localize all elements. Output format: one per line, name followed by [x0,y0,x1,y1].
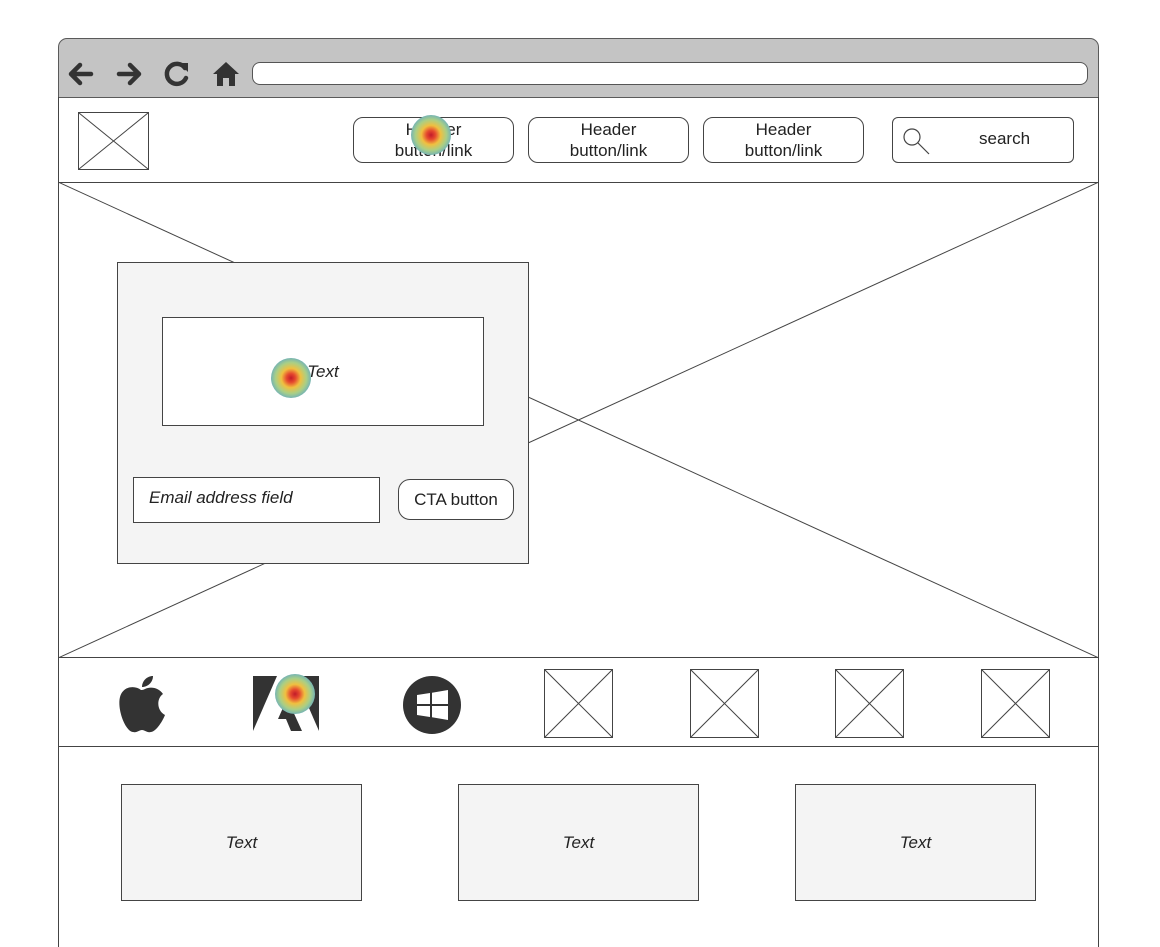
back-arrow-icon[interactable] [65,59,95,89]
apple-icon [119,676,165,733]
windows-icon [403,676,461,734]
card-text: Text [899,832,932,852]
forward-arrow-icon[interactable] [115,59,145,89]
heatmap-dot [271,358,311,398]
header-divider [58,182,1099,183]
content-card-2: Text [458,784,699,901]
home-icon[interactable] [211,59,241,89]
header-button-label: Header button/link [744,120,823,160]
browser-toolbar [58,38,1099,98]
header-button-3[interactable]: Header button/link [703,117,864,163]
search-icon [903,128,930,155]
cta-button[interactable]: CTA button [398,479,514,520]
image-placeholder-icon [79,113,148,169]
content-card-1: Text [121,784,362,901]
image-placeholder-icon [982,670,1049,737]
logo-placeholder [835,669,904,738]
content-card-3: Text [795,784,1036,901]
image-placeholder-icon [836,670,903,737]
card-text: Text [225,832,258,852]
email-field[interactable]: Email address field [133,477,380,523]
heatmap-dot [411,115,451,155]
logos-divider [58,746,1099,747]
reload-icon[interactable] [162,59,192,89]
header-button-label: Header button/link [569,120,648,160]
header-button-2[interactable]: Header button/link [528,117,689,163]
search-box[interactable]: search [892,117,1074,163]
site-logo-placeholder[interactable] [78,112,149,170]
card-text: Text [562,832,595,852]
address-bar[interactable] [252,62,1088,85]
image-placeholder-icon [545,670,612,737]
hero-image-placeholder [58,182,1099,658]
logo-placeholder [690,669,759,738]
hero-text-block: Text [162,317,484,426]
hero-text: Text [307,361,339,381]
hero-divider [58,657,1099,658]
heatmap-dot [275,674,315,714]
signup-form-card: Text Email address field CTA button [117,262,529,564]
search-label: search [979,129,1031,148]
logo-placeholder [981,669,1050,738]
logo-placeholder [544,669,613,738]
image-placeholder-icon [691,670,758,737]
page-frame [58,97,1099,947]
